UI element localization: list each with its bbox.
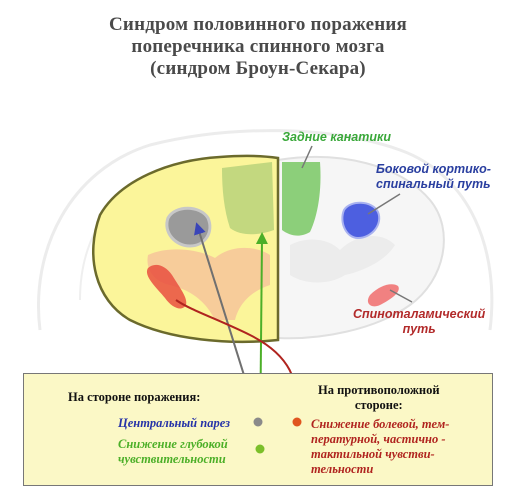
central-paresis-text: Центральный парез: [118, 416, 230, 430]
corticospinal-tract-right: [341, 201, 381, 240]
corticospinal-label-line-2: спинальный путь: [376, 177, 491, 191]
contralateral-heading: На противоположной стороне:: [318, 383, 440, 413]
title-line-1: Синдром половинного поражения: [109, 14, 407, 35]
corticospinal-label-line-1: Боковой кортико-: [376, 162, 491, 176]
pain-line-1: Снижение болевой, тем-: [311, 417, 450, 431]
findings-box: [23, 373, 493, 486]
deep-sensation-line-2: чувствительности: [118, 452, 226, 466]
spinothalamic-tract-left: [146, 264, 187, 309]
contralateral-heading-line-1: На противоположной: [318, 383, 440, 397]
dorsal-column-left: [222, 162, 274, 235]
contralateral-heading-line-2: стороне:: [354, 398, 403, 412]
dorsal-column-right: [282, 162, 321, 236]
diagram-title: Синдром половинного поражения поперечник…: [0, 14, 516, 80]
spinothalamic-label-line-2: путь: [402, 322, 436, 336]
gray-matter-left: [147, 247, 270, 320]
outer-contour-faint: [37, 129, 494, 331]
pain-line-2: пературной, частично -: [311, 432, 446, 446]
pain-temperature-text: Снижение болевой, тем- пературной, части…: [311, 417, 449, 477]
spinothal-pointer: [389, 289, 413, 303]
dorsal-pointer: [301, 145, 313, 169]
pain-line-4: тельности: [311, 462, 374, 476]
cortico-pointer: [367, 193, 401, 215]
deep-sensation-text: Снижение глубокой чувствительности: [118, 437, 228, 467]
corticospinal-label: Боковой кортико- спинальный путь: [376, 162, 491, 192]
spinothalamic-label: Спиноталамический путь: [353, 307, 485, 337]
deep-sensation-line-1: Снижение глубокой: [118, 437, 228, 451]
pain-line-3: тактильной чувстви-: [311, 447, 435, 461]
title-line-2: поперечника спинного мозга: [131, 36, 385, 57]
corticospinal-tract-left: [165, 206, 212, 248]
ipsilateral-heading: На стороне поражения:: [68, 390, 201, 404]
title-line-3: (синдром Броун-Секара): [150, 58, 366, 79]
gray-matter-right: [290, 235, 395, 283]
spinothalamic-label-line-1: Спиноталамический: [353, 307, 486, 321]
dorsal-columns-label: Задние канатики: [282, 130, 391, 144]
